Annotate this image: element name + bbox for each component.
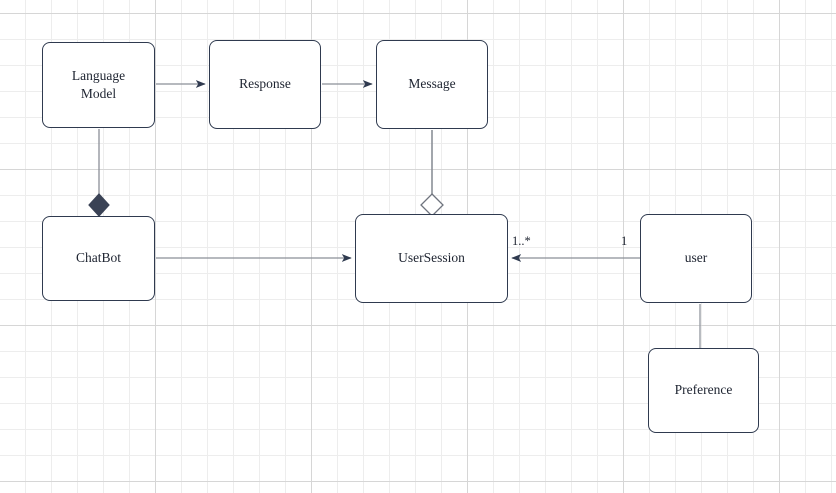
- node-chatbot[interactable]: ChatBot: [42, 216, 155, 301]
- node-language-model[interactable]: Language Model: [42, 42, 155, 128]
- node-preference[interactable]: Preference: [648, 348, 759, 433]
- node-label: ChatBot: [75, 250, 121, 266]
- node-label: user: [684, 250, 708, 266]
- hollow-diamond-marker: [420, 193, 444, 217]
- node-label: Message: [408, 76, 456, 92]
- edge-label-multiplicity-usersession-side: 1..*: [512, 234, 531, 248]
- node-usersession[interactable]: UserSession: [355, 214, 508, 303]
- edge-message-to-usersession: [420, 130, 444, 217]
- filled-diamond-marker: [88, 193, 110, 217]
- node-label: UserSession: [398, 250, 465, 266]
- edge-language-model-to-chatbot: [88, 129, 110, 217]
- node-response[interactable]: Response: [209, 40, 321, 129]
- node-label: Language Model: [71, 67, 126, 101]
- node-label: Preference: [674, 382, 733, 398]
- edge-label-multiplicity-user-side: 1: [621, 234, 628, 248]
- node-user[interactable]: user: [640, 214, 752, 303]
- node-message[interactable]: Message: [376, 40, 488, 129]
- node-label: Response: [239, 76, 291, 92]
